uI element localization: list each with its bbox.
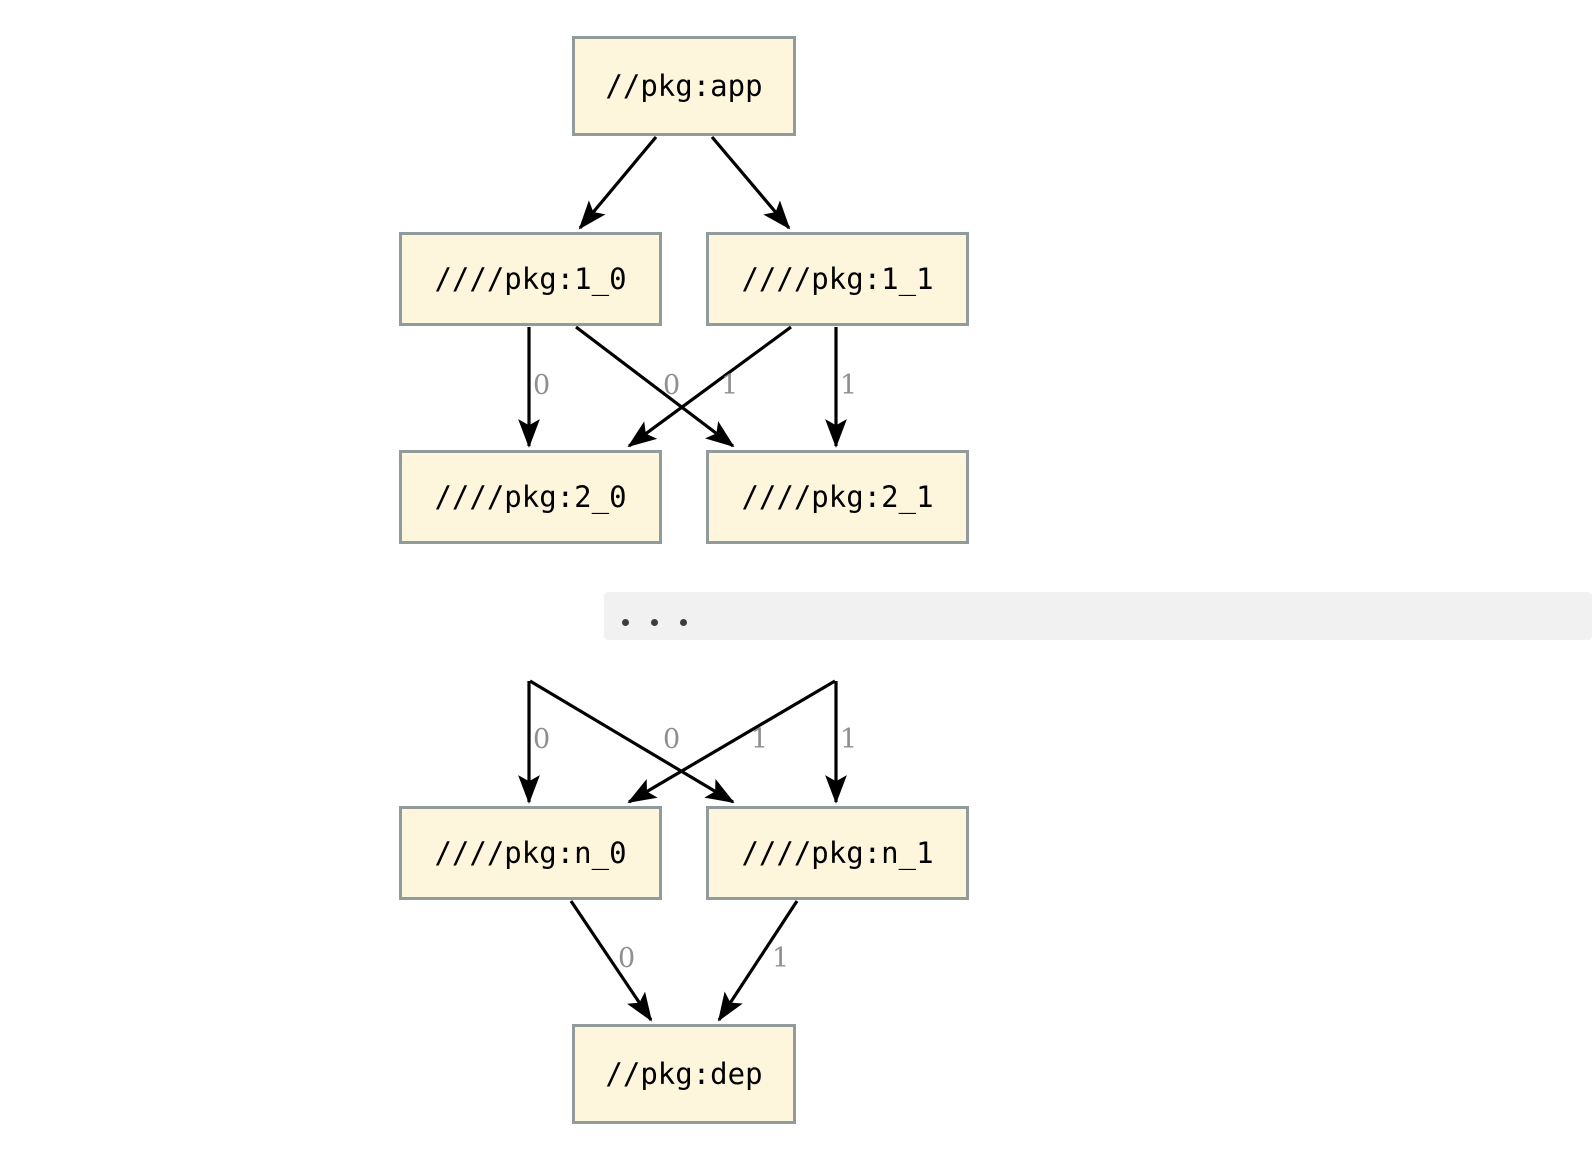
edge-weight-label: 1 — [721, 370, 739, 401]
node-label: ////pkg:n_0 — [434, 835, 627, 870]
edge-truncated-to-nn_1 — [529, 679, 735, 804]
node-n2_0[interactable]: ////pkg:2_0 — [399, 450, 662, 544]
edge-n1_1-to-n2_0 — [627, 325, 792, 448]
ellipsis-dot — [622, 619, 629, 626]
edge-weight-label: 0 — [663, 724, 681, 755]
edge-truncated-to-nn_0 — [627, 679, 836, 804]
node-n1_1[interactable]: ////pkg:1_1 — [706, 232, 969, 326]
edge-weight-label: 0 — [618, 943, 636, 974]
node-label: //pkg:dep — [605, 1056, 763, 1091]
edge-weight-label: 0 — [533, 370, 551, 401]
node-n1_0[interactable]: ////pkg:1_0 — [399, 232, 662, 326]
node-label: ////pkg:n_1 — [741, 835, 934, 870]
edge-weight-label: 1 — [751, 724, 769, 755]
node-label: ////pkg:2_0 — [434, 479, 627, 514]
ellipsis-icon — [622, 619, 687, 626]
node-nn_0[interactable]: ////pkg:n_0 — [399, 806, 662, 900]
node-n2_1[interactable]: ////pkg:2_1 — [706, 450, 969, 544]
edge-weight-label: 0 — [663, 370, 681, 401]
edge-weight-label: 1 — [840, 724, 858, 755]
node-nn_1[interactable]: ////pkg:n_1 — [706, 806, 969, 900]
node-label: //pkg:app — [605, 68, 763, 103]
truncation-band — [604, 592, 1592, 640]
node-app[interactable]: //pkg:app — [572, 36, 796, 136]
edge-n1_0-to-n2_1 — [575, 325, 735, 448]
edge-nn_0-to-dep — [569, 900, 653, 1022]
edge-weight-label: 1 — [772, 943, 790, 974]
ellipsis-dot — [680, 619, 687, 626]
ellipsis-dot — [651, 619, 658, 626]
node-label: ////pkg:1_1 — [741, 261, 934, 296]
edge-app-to-n1_0 — [578, 135, 658, 230]
edge-weight-label: 0 — [533, 724, 551, 755]
node-label: ////pkg:1_0 — [434, 261, 627, 296]
node-label: ////pkg:2_1 — [741, 479, 934, 514]
node-dep[interactable]: //pkg:dep — [572, 1024, 796, 1124]
edge-app-to-n1_1 — [710, 135, 791, 230]
edge-weight-label: 1 — [840, 370, 858, 401]
